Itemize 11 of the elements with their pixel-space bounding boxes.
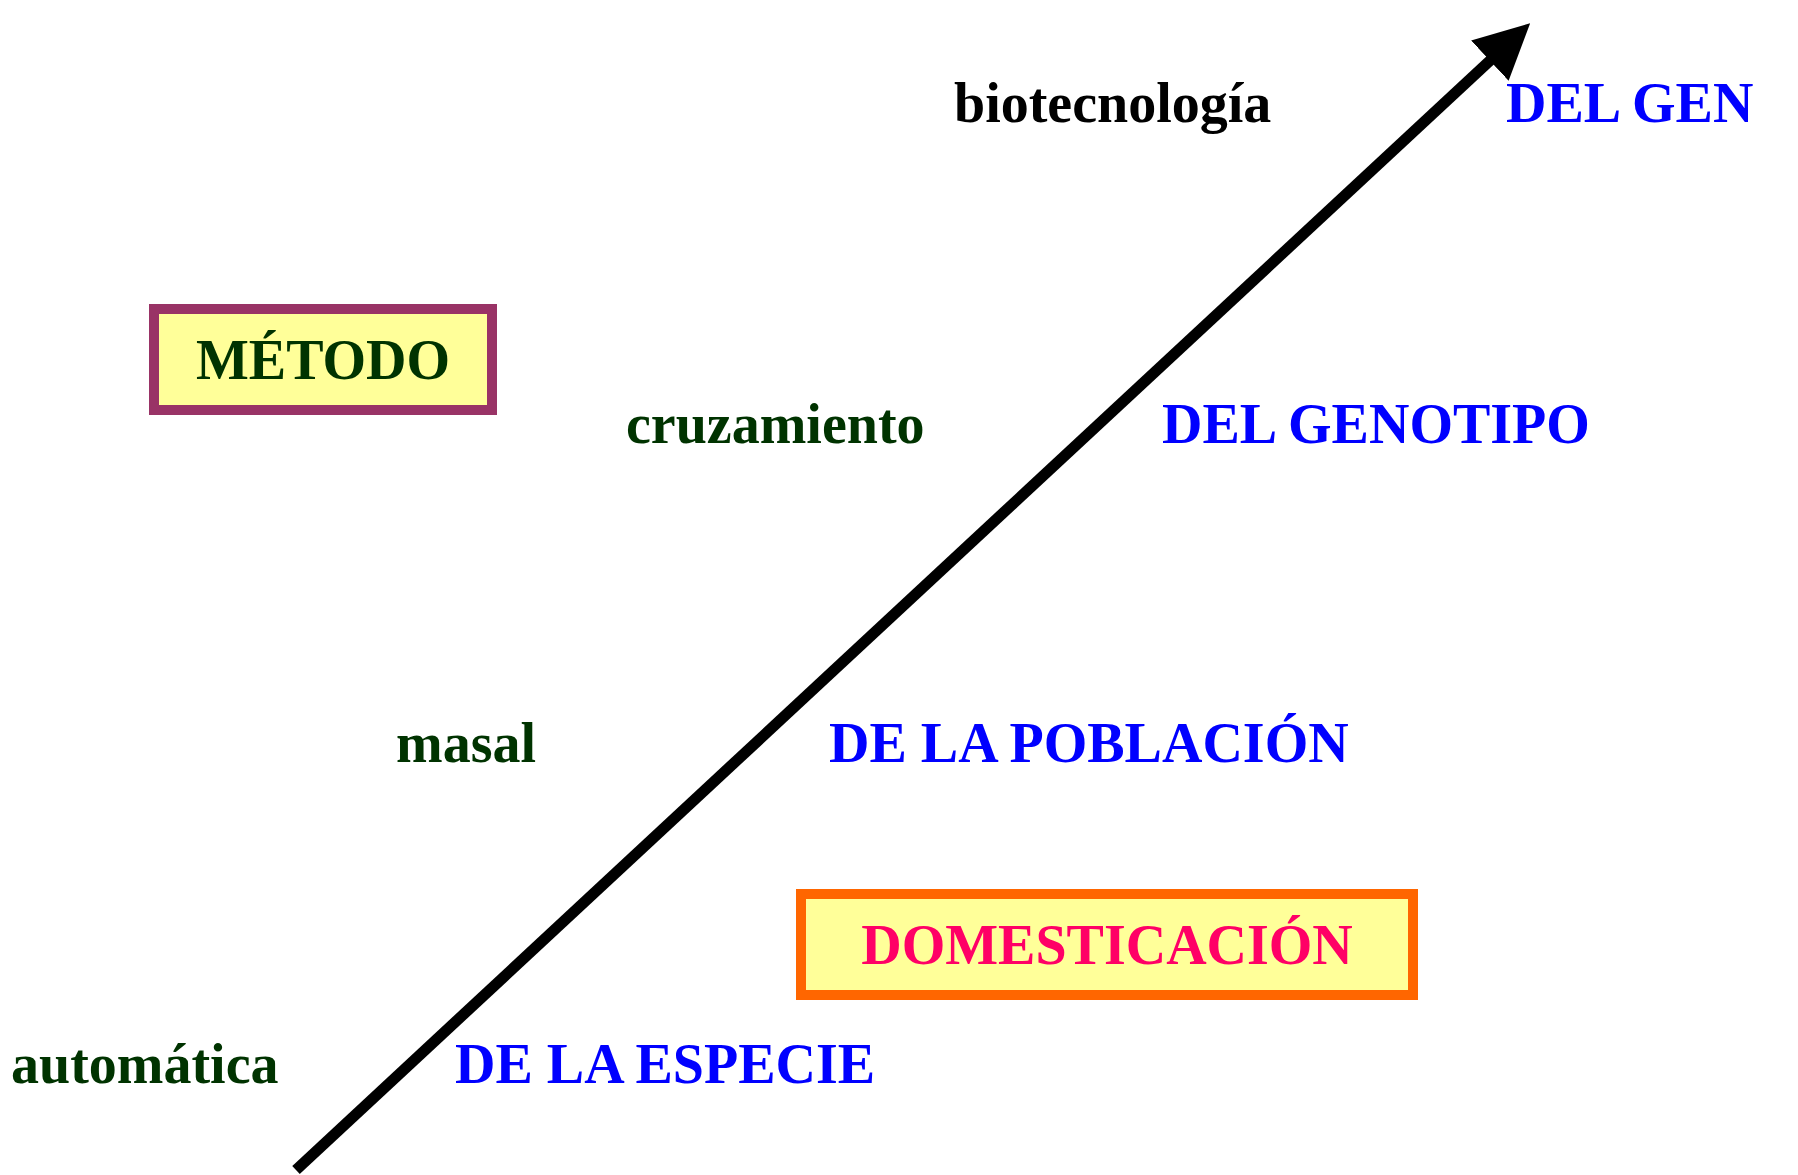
level-label: DEL GENOTIPO [1162, 396, 1590, 452]
heading-text: MÉTODO [195, 331, 451, 388]
level-label: DE LA POBLACIÓN [829, 715, 1349, 771]
heading-text: DOMESTICACIÓN [861, 916, 1353, 973]
heading-box [796, 889, 1418, 1000]
heading-box [149, 304, 497, 415]
method-label: masal [396, 715, 536, 771]
level-label: DE LA ESPECIE [455, 1036, 876, 1092]
method-label: automática [11, 1036, 279, 1092]
level-label: DEL GEN [1506, 75, 1754, 131]
method-label: cruzamiento [626, 396, 925, 452]
